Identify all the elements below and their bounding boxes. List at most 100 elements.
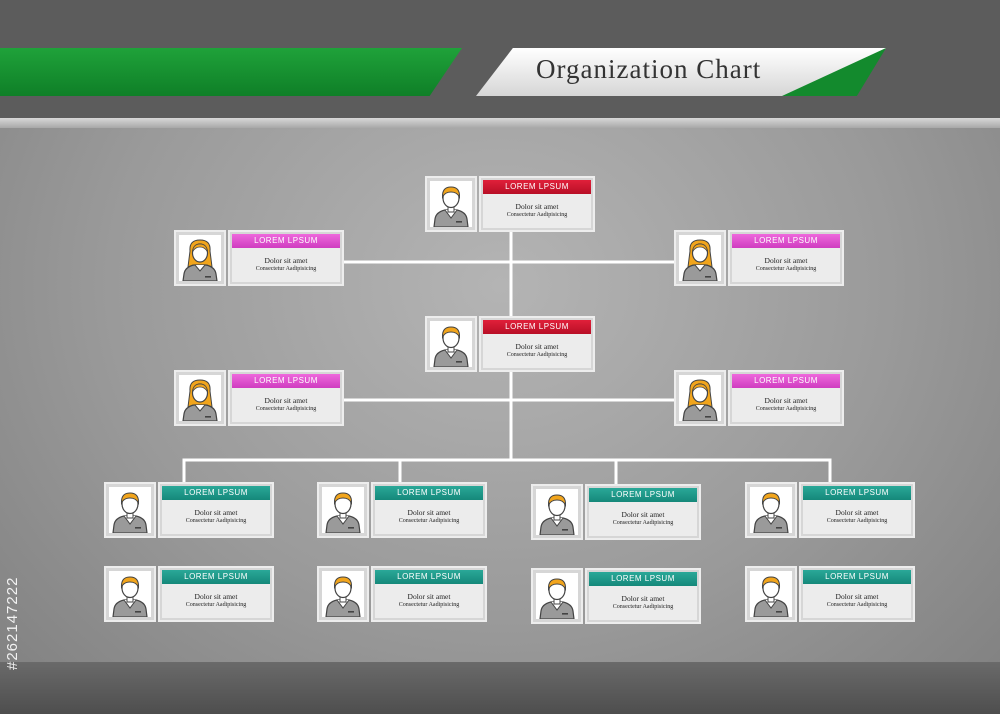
chart-title: Organization Chart: [536, 54, 762, 84]
node-line2: Consectetur Aadipisicing: [398, 518, 460, 524]
photo-frame: [674, 370, 726, 426]
male-avatar-icon: [750, 571, 792, 617]
photo-frame: [425, 316, 477, 372]
info-frame: LOREM LPSUM Dolor sit amet Consectetur A…: [728, 230, 844, 286]
header-green-bar: [0, 48, 462, 96]
org-node-level1-left[interactable]: LOREM LPSUM Dolor sit amet Consectetur A…: [174, 230, 344, 286]
photo-frame: [425, 176, 477, 232]
name-tag: LOREM LPSUM: [375, 570, 483, 584]
footer-band: [0, 662, 1000, 714]
org-node-team-4-b[interactable]: LOREM LPSUM Dolor sit amet Consectetur A…: [745, 566, 915, 622]
name-tag: LOREM LPSUM: [589, 572, 697, 586]
node-line2: Consectetur Aadipisicing: [185, 518, 247, 524]
male-avatar-icon: [536, 573, 578, 619]
photo-frame: [174, 230, 226, 286]
header-divider: [0, 118, 1000, 128]
info-frame: LOREM LPSUM Dolor sit amet Consectetur A…: [158, 482, 274, 538]
photo-frame: [674, 230, 726, 286]
node-line1: Dolor sit amet: [515, 342, 559, 351]
name-tag: LOREM LPSUM: [162, 486, 270, 500]
info-frame: LOREM LPSUM Dolor sit amet Consectetur A…: [728, 370, 844, 426]
name-tag: LOREM LPSUM: [162, 570, 270, 584]
name-tag: LOREM LPSUM: [803, 486, 911, 500]
photo-frame: [174, 370, 226, 426]
node-line2: Consectetur Aadipisicing: [826, 602, 888, 608]
info-frame: LOREM LPSUM Dolor sit amet Consectetur A…: [228, 370, 344, 426]
name-tag: LOREM LPSUM: [375, 486, 483, 500]
node-line1: Dolor sit amet: [835, 592, 879, 601]
node-line1: Dolor sit amet: [264, 396, 308, 405]
node-line1: Dolor sit amet: [194, 508, 238, 517]
node-line2: Consectetur Aadipisicing: [185, 602, 247, 608]
org-node-ceo[interactable]: LOREM LPSUM Dolor sit amet Consectetur A…: [425, 176, 595, 232]
male-avatar-icon: [536, 489, 578, 535]
name-tag: LOREM LPSUM: [483, 180, 591, 194]
node-line2: Consectetur Aadipisicing: [612, 520, 674, 526]
node-line2: Consectetur Aadipisicing: [755, 406, 817, 412]
photo-frame: [317, 482, 369, 538]
female-avatar-icon: [179, 375, 221, 421]
male-avatar-icon: [109, 487, 151, 533]
male-avatar-icon: [109, 571, 151, 617]
photo-frame: [531, 568, 583, 624]
org-node-level2-left[interactable]: LOREM LPSUM Dolor sit amet Consectetur A…: [174, 370, 344, 426]
node-line2: Consectetur Aadipisicing: [612, 604, 674, 610]
name-tag: LOREM LPSUM: [483, 320, 591, 334]
org-node-team-2-a[interactable]: LOREM LPSUM Dolor sit amet Consectetur A…: [317, 482, 487, 538]
info-frame: LOREM LPSUM Dolor sit amet Consectetur A…: [585, 484, 701, 540]
photo-frame: [745, 566, 797, 622]
info-frame: LOREM LPSUM Dolor sit amet Consectetur A…: [371, 566, 487, 622]
org-node-team-1-a[interactable]: LOREM LPSUM Dolor sit amet Consectetur A…: [104, 482, 274, 538]
node-line1: Dolor sit amet: [621, 510, 665, 519]
info-frame: LOREM LPSUM Dolor sit amet Consectetur A…: [228, 230, 344, 286]
male-avatar-icon: [750, 487, 792, 533]
node-line2: Consectetur Aadipisicing: [506, 352, 568, 358]
org-node-team-2-b[interactable]: LOREM LPSUM Dolor sit amet Consectetur A…: [317, 566, 487, 622]
male-avatar-icon: [322, 487, 364, 533]
org-node-level1-right[interactable]: LOREM LPSUM Dolor sit amet Consectetur A…: [674, 230, 844, 286]
org-node-manager[interactable]: LOREM LPSUM Dolor sit amet Consectetur A…: [425, 316, 595, 372]
photo-frame: [317, 566, 369, 622]
node-line1: Dolor sit amet: [835, 508, 879, 517]
info-frame: LOREM LPSUM Dolor sit amet Consectetur A…: [799, 566, 915, 622]
org-node-team-4-a[interactable]: LOREM LPSUM Dolor sit amet Consectetur A…: [745, 482, 915, 538]
node-line2: Consectetur Aadipisicing: [506, 212, 568, 218]
node-line1: Dolor sit amet: [764, 396, 808, 405]
node-line2: Consectetur Aadipisicing: [755, 266, 817, 272]
node-line2: Consectetur Aadipisicing: [255, 266, 317, 272]
male-avatar-icon: [430, 321, 472, 367]
photo-frame: [104, 566, 156, 622]
node-line1: Dolor sit amet: [515, 202, 559, 211]
female-avatar-icon: [179, 235, 221, 281]
photo-frame: [531, 484, 583, 540]
node-line1: Dolor sit amet: [621, 594, 665, 603]
info-frame: LOREM LPSUM Dolor sit amet Consectetur A…: [479, 316, 595, 372]
female-avatar-icon: [679, 375, 721, 421]
node-line2: Consectetur Aadipisicing: [255, 406, 317, 412]
info-frame: LOREM LPSUM Dolor sit amet Consectetur A…: [799, 482, 915, 538]
name-tag: LOREM LPSUM: [732, 374, 840, 388]
info-frame: LOREM LPSUM Dolor sit amet Consectetur A…: [371, 482, 487, 538]
name-tag: LOREM LPSUM: [232, 234, 340, 248]
female-avatar-icon: [679, 235, 721, 281]
org-node-team-1-b[interactable]: LOREM LPSUM Dolor sit amet Consectetur A…: [104, 566, 274, 622]
info-frame: LOREM LPSUM Dolor sit amet Consectetur A…: [479, 176, 595, 232]
info-frame: LOREM LPSUM Dolor sit amet Consectetur A…: [158, 566, 274, 622]
info-frame: LOREM LPSUM Dolor sit amet Consectetur A…: [585, 568, 701, 624]
org-node-team-3-b[interactable]: LOREM LPSUM Dolor sit amet Consectetur A…: [531, 568, 701, 624]
node-line1: Dolor sit amet: [194, 592, 238, 601]
node-line1: Dolor sit amet: [264, 256, 308, 265]
org-node-level2-right[interactable]: LOREM LPSUM Dolor sit amet Consectetur A…: [674, 370, 844, 426]
photo-frame: [745, 482, 797, 538]
node-line1: Dolor sit amet: [407, 508, 451, 517]
node-line1: Dolor sit amet: [764, 256, 808, 265]
male-avatar-icon: [322, 571, 364, 617]
name-tag: LOREM LPSUM: [732, 234, 840, 248]
name-tag: LOREM LPSUM: [589, 488, 697, 502]
node-line2: Consectetur Aadipisicing: [398, 602, 460, 608]
photo-frame: [104, 482, 156, 538]
org-node-team-3-a[interactable]: LOREM LPSUM Dolor sit amet Consectetur A…: [531, 484, 701, 540]
male-avatar-icon: [430, 181, 472, 227]
